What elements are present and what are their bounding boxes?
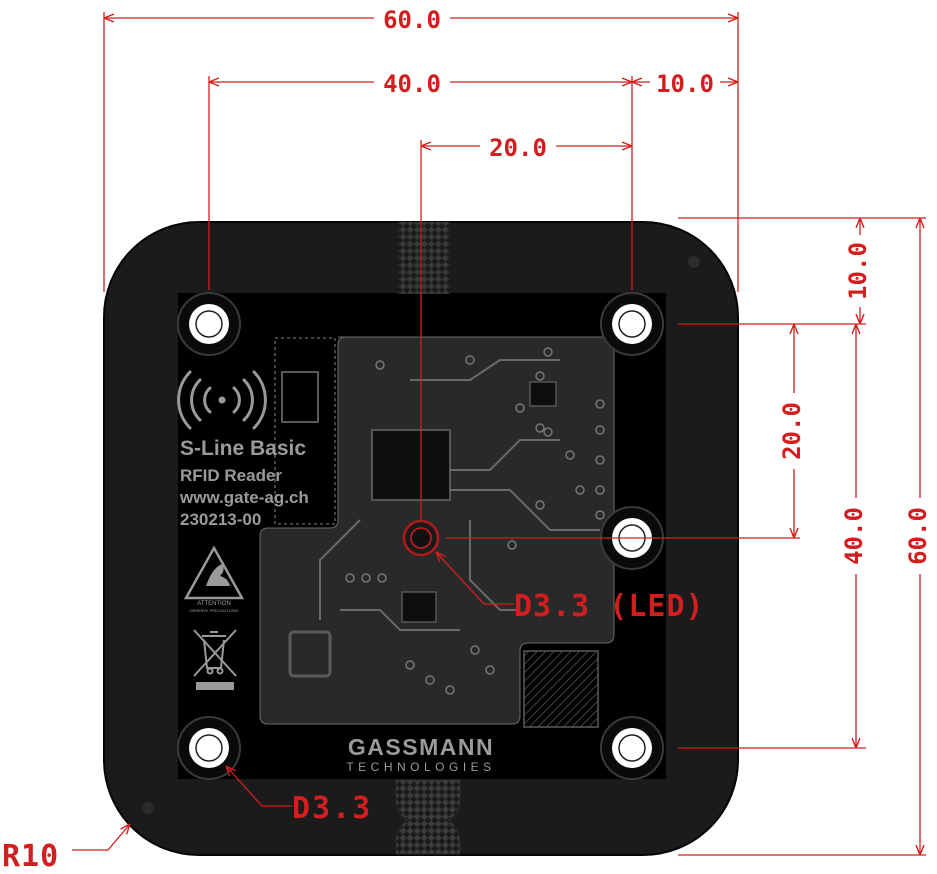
mounting-hole: [177, 716, 241, 780]
esd-label-2: OBSERVE PRECAUTIONS: [189, 608, 239, 613]
led-hole: [402, 519, 440, 557]
brand-logo: GASSMANN: [348, 734, 494, 760]
esd-warning-icon: ATTENTION OBSERVE PRECAUTIONS: [183, 545, 245, 613]
via-dots: [345, 347, 605, 695]
mcu-chip: [371, 429, 451, 501]
leader-led: [436, 552, 514, 605]
housing-screw-dot: [688, 256, 700, 268]
connector-tab: [395, 779, 461, 855]
product-name: S-Line Basic: [180, 437, 306, 460]
trace-lines: [319, 359, 600, 631]
dim-label-top-overall: 60.0: [383, 6, 441, 34]
dim-label-top-margin: 10.0: [656, 70, 714, 98]
leader-radius: [72, 824, 130, 851]
dim-label-right-overall: 60.0: [904, 507, 932, 565]
housing-screw-dot: [142, 802, 154, 814]
antenna-traces: [398, 222, 450, 294]
small-chip: [529, 381, 557, 407]
brand-subtitle: TECHNOLOGIES: [346, 760, 495, 774]
mounting-hole: [600, 716, 664, 780]
callout-corner-radius: R10: [2, 839, 59, 874]
product-type: RFID Reader: [180, 466, 282, 485]
mounting-holes: [177, 292, 664, 780]
silk-box: [274, 337, 336, 525]
dimension-labels: 60.0 40.0 10.0 20.0 10.0 20.0 40.0 60.0 …: [2, 5, 932, 874]
dim-label-top-holes: 40.0: [383, 70, 441, 98]
weee-bin-icon: [193, 629, 237, 690]
mounting-hole: [177, 292, 241, 356]
leader-hole: [226, 766, 292, 807]
inductor: [288, 630, 332, 678]
mounting-hole: [600, 292, 664, 356]
dim-label-right-margin: 10.0: [844, 242, 872, 300]
dim-label-top-led: 20.0: [489, 134, 547, 162]
rfid-wave-icon: [177, 370, 267, 430]
dim-label-right-led: 20.0: [778, 402, 806, 460]
small-chip: [401, 591, 437, 623]
callout-led-hole: D3.3 (LED): [514, 589, 705, 624]
silk-antenna: [281, 371, 319, 423]
callout-hole-diameter: D3.3: [292, 791, 372, 826]
silkscreen: S-Line Basic RFID Reader www.gate-ag.ch …: [177, 337, 495, 774]
dim-label-right-holes: 40.0: [840, 507, 868, 565]
hatched-pad: [523, 650, 599, 728]
esd-label-1: ATTENTION: [197, 601, 231, 607]
website: www.gate-ag.ch: [179, 488, 309, 507]
part-code: 230213-00: [180, 510, 261, 529]
